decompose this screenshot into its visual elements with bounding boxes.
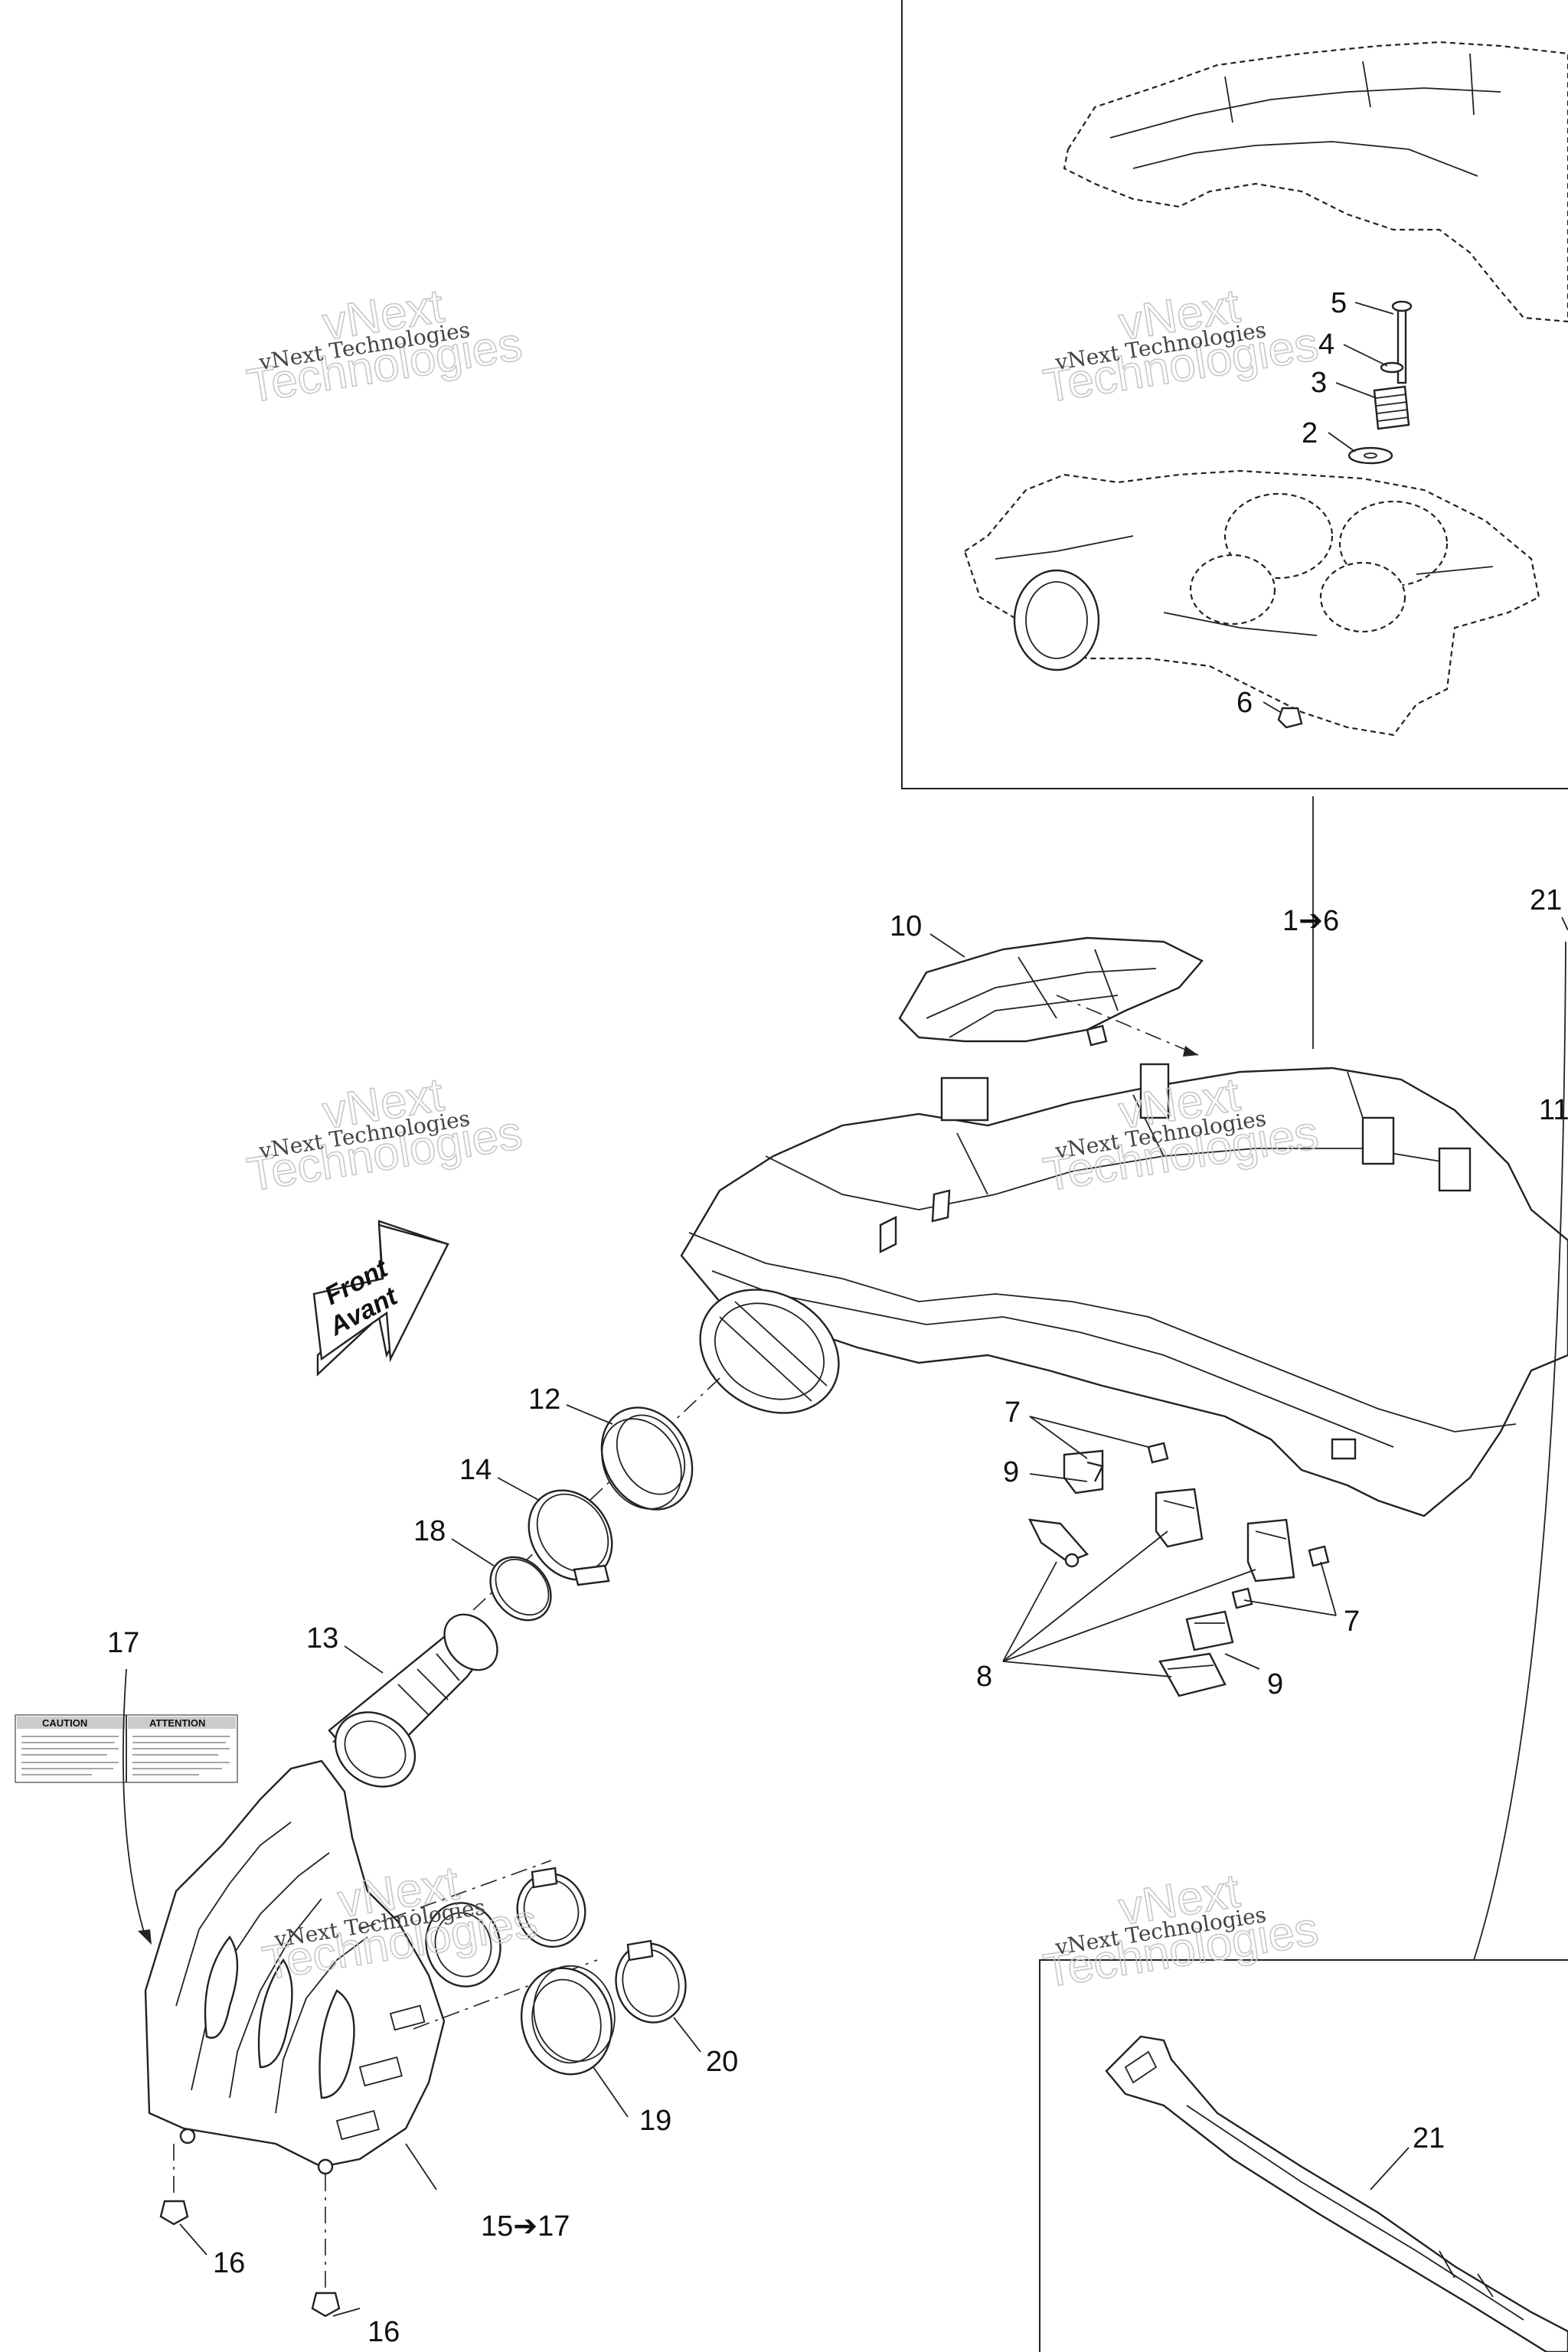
callout-9-right: 9 [1267,1668,1283,1700]
callout-4: 4 [1318,328,1334,361]
outlet-upper-bellow [425,1902,501,1988]
callout-21-top-leader [1561,916,1568,931]
leader-18 [451,1538,495,1566]
leader-19 [593,2066,629,2118]
part-21-strap [1105,2035,1568,2352]
leader-13 [344,1645,384,1674]
inset-leaders [1263,302,1394,713]
callout-21-top: 21 [1530,884,1562,916]
watermark-6: vNext Technologies vNext Technologies [1039,1864,1322,1998]
inset-bottom-link [1473,941,1566,1961]
part-20-clamp [615,1939,687,2024]
label-apply-arrow [122,1668,146,1938]
leader-20 [673,2017,701,2053]
warning-label-decal: CAUTION ATTENTION [15,1714,238,1783]
callout-12: 12 [528,1383,560,1416]
warning-label-fine-print [21,1736,230,1775]
part-15-intake-silencer [144,1759,446,2175]
outlet-axis-a [359,1860,552,1930]
callout-8: 8 [976,1661,992,1693]
leader-16-a [179,2223,207,2256]
airbox-assembly [680,1063,1568,1517]
callout-6: 6 [1236,687,1253,719]
callout-17: 17 [107,1627,139,1659]
airbox-lid [898,936,1204,1047]
callout-21-inset: 21 [1413,2122,1445,2154]
outlet-upper-clamp [516,1867,586,1948]
part-19-bellow [520,1965,616,2076]
warning-label-caution: CAUTION [42,1717,87,1729]
lid-leader [929,933,965,958]
leader-14 [497,1477,541,1501]
callout-19: 19 [639,2105,671,2137]
callout-7-right: 7 [1344,1606,1360,1638]
leader-12 [566,1404,613,1425]
inset-bottom-frame [1039,1959,1568,2352]
front-direction-arrow: Front Avant [312,1220,449,1377]
leader-16-b [332,2308,361,2317]
clips-group [1027,1442,1330,1697]
callout-2: 2 [1302,417,1318,449]
part-13-duct [328,1613,498,1788]
leader-15 [405,2143,437,2190]
bolt-spring-stack [1348,300,1413,465]
clip-leaders [1002,1416,1337,1677]
watermark-2: vNext Technologies vNext Technologies [1039,279,1322,413]
callout-1-to-6: 1➔6 [1282,905,1339,937]
airbox-top-dashed [1063,41,1568,323]
label-apply-arrow-head [138,1929,152,1945]
lid-arrow-head [1183,1046,1198,1057]
callout-20: 20 [706,2046,738,2078]
part-14-clamp [528,1489,613,1586]
callout-5: 5 [1331,287,1347,319]
callout-7-left: 7 [1004,1396,1021,1429]
callout-3: 3 [1311,367,1327,399]
callout-15-to-17: 15➔17 [481,2210,570,2243]
callout-14: 14 [459,1454,492,1486]
callout-13: 13 [306,1622,338,1655]
callout-16-right: 16 [368,2316,400,2348]
callout-18: 18 [413,1515,446,1547]
leader-21 [1370,2147,1410,2190]
callout-10: 10 [890,910,922,942]
airbox-base-dashed [963,469,1540,737]
watermark-1: vNext Technologies vNext Technologies [243,279,526,413]
lid-axis [1056,995,1199,1056]
callout-16-left: 16 [213,2247,245,2279]
part-16-nuts [159,2144,341,2318]
warning-label-attention: ATTENTION [149,1717,205,1729]
inset-top-frame [901,0,1568,789]
part-18-o-ring [489,1556,552,1622]
part-12-adapter-ring [600,1406,694,1511]
callout-9-left: 9 [1003,1456,1019,1488]
watermark-3: vNext Technologies vNext Technologies [243,1067,526,1202]
